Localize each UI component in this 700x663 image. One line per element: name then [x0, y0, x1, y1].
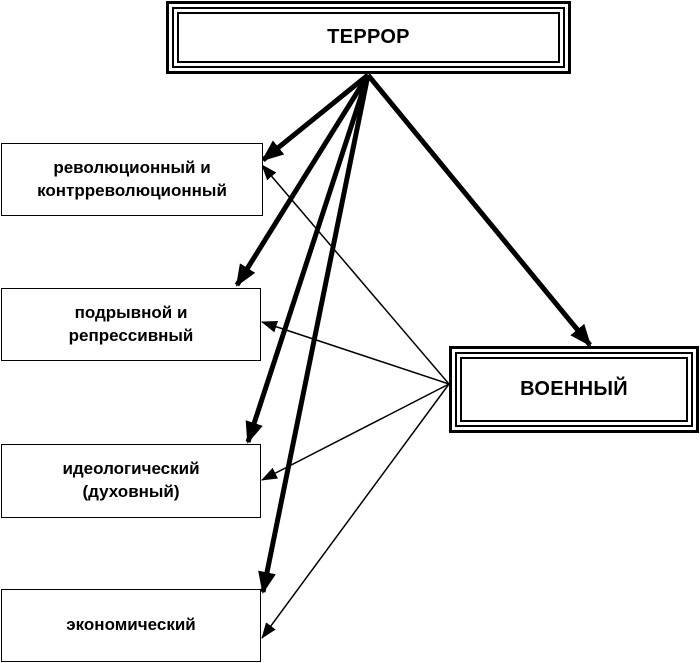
terror-label: ТЕРРОР [327, 26, 410, 48]
ideological-label-line1: идеологический [62, 459, 200, 479]
arrow-terror-to-subversive [234, 73, 371, 287]
arrow-terror-to-revolutionary [261, 73, 370, 162]
military-node-inner-border-2 [460, 357, 688, 422]
arrow-terror-to-military [366, 73, 592, 347]
ideological-label-line2: (духовный) [82, 482, 180, 501]
economic-node: экономический [1, 589, 261, 662]
subversive-label-line2: репрессивный [68, 325, 194, 345]
economic-label: экономический [66, 615, 196, 635]
terror-node: ТЕРРОР [166, 1, 571, 74]
revolutionary-label-line2: контрреволюционный [37, 180, 227, 200]
military-node: ВОЕННЫЙ [449, 346, 699, 433]
ideological-node: идеологический (духовный) [1, 444, 261, 518]
military-node-inner-border [455, 352, 693, 427]
subversive-label-line1: подрывной и [74, 302, 188, 322]
arrow-terror-to-economic [258, 74, 371, 594]
subversive-node: подрывной и репрессивный [1, 288, 261, 361]
arrow-military-to-ideological [261, 383, 450, 481]
revolutionary-label-line1: революционный и [53, 157, 211, 177]
arrow-terror-to-ideological [245, 74, 371, 444]
revolutionary-node: революционный и контрреволюционный [1, 143, 263, 216]
terror-node-inner-border [172, 7, 565, 68]
arrow-military-to-subversive [261, 321, 450, 385]
arrow-military-to-revolutionary [261, 164, 450, 385]
military-label: ВОЕННЫЙ [520, 378, 628, 400]
arrow-military-to-economic [261, 383, 450, 639]
terror-node-inner-border-2 [177, 12, 560, 63]
